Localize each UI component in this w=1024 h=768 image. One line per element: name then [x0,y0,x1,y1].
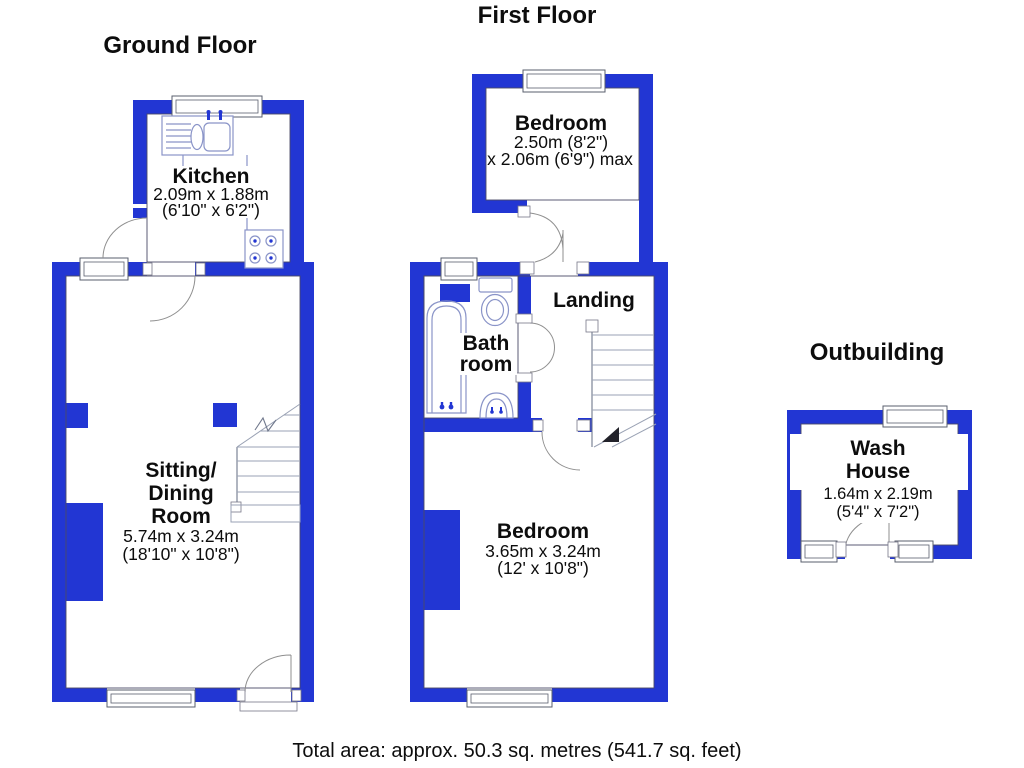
wall [410,418,542,432]
wall [410,262,424,702]
bathroom-label-line2: room [460,353,513,376]
outbuilding-plan: Outbuilding Wash House 1.64m x 2.19m (5'… [787,339,972,563]
wall [133,100,147,204]
wall [654,262,668,702]
door-arc [529,212,564,263]
wall-stub [440,284,470,302]
ground-floor-title: Ground Floor [103,32,256,59]
door-jamb [532,419,544,432]
door-jamb [515,372,533,383]
basin [479,392,514,419]
landing-label: Landing [553,289,635,312]
window [466,689,553,708]
sitting-room-dims-metric: 5.74m x 3.24m [123,526,239,546]
sitting-room-interior-outline [65,275,301,689]
wall [195,262,314,276]
kitchen-sink-unit [161,110,234,156]
front-bedroom-dims-metric: 3.65m x 3.24m [485,541,601,561]
toilet [478,277,513,327]
wall [290,100,304,276]
sitting-room-label-line3: Room [151,505,211,528]
kitchen-dims-metric: 2.09m x 1.88m [153,184,269,204]
chimney-pier [66,403,88,428]
wall [639,74,653,276]
door-jamb [142,262,153,276]
wash-house-dims-metric: 1.64m x 2.19m [823,485,932,503]
label-background [455,333,517,375]
wash-house-label-line2: House [846,460,910,483]
wall [552,688,668,702]
wall [410,688,467,702]
ground-floor-plan: Ground Floor Kitchen 2.09m x 1.88m (6'10… [52,32,314,712]
window [171,95,263,118]
window [440,257,478,281]
window [882,405,948,428]
first-floor-plan: First Floor Bedroom 2.50m (8'2") x 2.06m… [410,2,668,708]
sitting-room-label-line1: Sitting/ [145,459,216,482]
wall [300,262,314,702]
total-area-text: Total area: approx. 50.3 sq. metres (541… [292,740,741,762]
window [894,540,934,563]
front-bedroom-dims-imperial: (12' x 10'8") [497,558,589,578]
label-background [790,434,968,490]
wall [578,262,668,276]
sitting-room-label-line2: Dining [148,482,213,505]
wall [195,688,240,702]
sitting-room-dims-imperial: (18'10" x 10'8") [122,544,239,564]
front-door [236,654,302,712]
rear-bedroom-dims-metric: 2.50m (8'2") [514,132,608,152]
door-jamb [576,261,590,275]
bathtub [426,300,467,414]
main-interior-outline [423,275,655,689]
kitchen-dims-imperial: (6'10" x 6'2") [162,200,260,220]
hob [244,229,284,269]
door-jamb [195,262,206,276]
door-jamb [515,313,533,324]
window [800,540,838,563]
chimney-breast [52,503,103,601]
bathroom-door-arc [529,322,555,373]
label-background [810,490,950,523]
wall [518,276,531,320]
window [106,689,196,708]
door-arc [102,217,148,259]
outbuilding-title: Outbuilding [810,339,945,366]
wall [52,688,107,702]
chimney-breast [410,510,460,610]
stairs [230,403,301,523]
door-jamb [517,205,531,218]
door-jamb [519,261,535,275]
front-bedroom-label: Bedroom [497,520,589,543]
wall [518,374,531,418]
label-background [158,166,264,218]
window [79,257,129,281]
door-jamb [576,419,591,432]
wall [52,262,66,702]
first-floor-title: First Floor [478,2,597,29]
wash-house-dims-imperial: (5'4" x 7'2") [836,503,919,521]
wall [133,208,147,218]
wall [472,200,527,213]
rear-bedroom-label: Bedroom [515,112,607,135]
bathroom-label-line1: Bath [463,332,510,355]
wall [472,74,486,200]
door-arc [149,275,196,322]
kitchen-label: Kitchen [172,165,249,188]
window [522,69,606,93]
bedroom-door-arc [541,431,581,471]
wash-house-label-line1: Wash [850,437,905,460]
stairs [585,319,657,448]
rear-bedroom-dims-imperial: x 2.06m (6'9") max [487,149,633,169]
pillar [213,403,237,427]
